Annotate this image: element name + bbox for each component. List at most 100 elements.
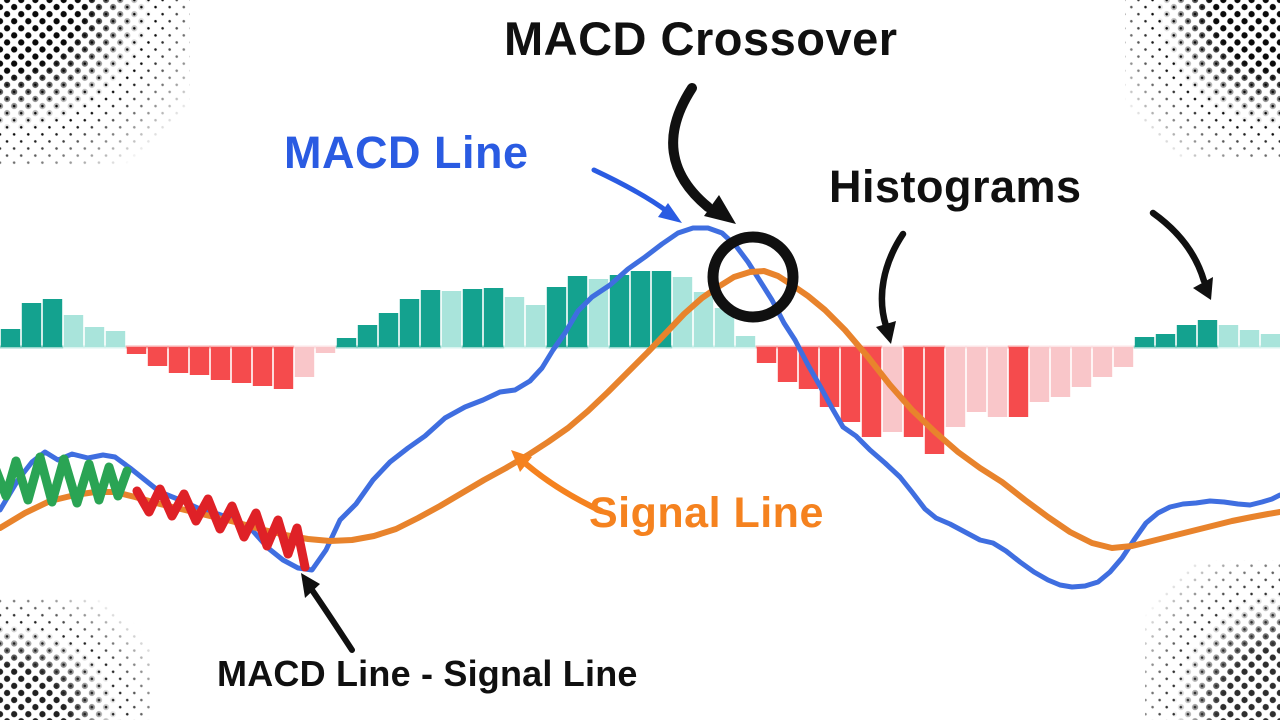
zero-line-tick: [629, 345, 652, 349]
histogram-bar: [399, 299, 420, 347]
histograms-arrowhead-right: [1193, 277, 1213, 300]
macd-below-signal-scribble: [132, 484, 310, 572]
histogram-bar: [1092, 347, 1113, 377]
histogram-bar: [21, 303, 42, 347]
histogram-bar: [735, 336, 756, 347]
zero-line-tick: [965, 345, 988, 349]
macd-line-arrowhead: [658, 203, 682, 223]
zero-line-tick: [776, 345, 799, 349]
zero-line-tick: [1070, 345, 1093, 349]
crossover-circle: [707, 231, 799, 323]
zero-line-tick: [398, 345, 421, 349]
histogram-bar: [651, 271, 672, 347]
histogram-bar: [546, 287, 567, 347]
zero-line-tick: [335, 345, 358, 349]
zero-line-tick: [1091, 345, 1114, 349]
histogram-bar: [630, 271, 651, 347]
histogram-bar: [1239, 330, 1260, 347]
formula-arrow: [309, 587, 355, 653]
histogram-bar: [1008, 347, 1029, 417]
macd-above-signal-scribble: [0, 452, 132, 508]
zero-line-tick: [0, 345, 22, 349]
zero-line-tick: [356, 345, 379, 349]
zero-line-tick: [986, 345, 1009, 349]
macd-line-arrow: [591, 167, 671, 215]
zero-line-tick: [692, 345, 715, 349]
zero-line-tick: [482, 345, 505, 349]
histograms-arrow-right: [1149, 209, 1208, 285]
zero-line-tick: [1175, 345, 1198, 349]
histogram-bar: [210, 347, 231, 380]
signal-line-arrowhead: [511, 450, 532, 472]
halftone-corner-bottom-left: [0, 598, 150, 720]
histograms-arrowhead-left: [876, 321, 896, 344]
zero-line-tick: [1028, 345, 1051, 349]
zero-line-tick: [167, 345, 190, 349]
signal-line-label: Signal Line: [589, 489, 824, 537]
histogram-bar: [1176, 325, 1197, 347]
zero-line-tick: [104, 345, 127, 349]
signal-line-arrow: [523, 461, 604, 514]
zero-line-tick: [818, 345, 841, 349]
zero-line-tick: [650, 345, 673, 349]
histogram-bar: [294, 347, 315, 377]
halftone-corner-bottom-right: [1145, 560, 1280, 720]
histogram-bar: [966, 347, 987, 412]
histogram-bar: [336, 338, 357, 347]
zero-line-tick: [314, 345, 337, 349]
zero-line-tick: [1259, 345, 1280, 349]
histogram-bar: [840, 347, 861, 422]
histogram-bar: [168, 347, 189, 373]
zero-line-tick: [377, 345, 400, 349]
histogram-bar: [819, 347, 840, 407]
zero-line-tick: [734, 345, 757, 349]
zero-line-tick: [293, 345, 316, 349]
zero-line-tick: [797, 345, 820, 349]
histogram-bar: [441, 291, 462, 347]
histogram-bar: [1155, 334, 1176, 347]
zero-line-tick: [1196, 345, 1219, 349]
zero-line-tick: [251, 345, 274, 349]
histogram-bar: [483, 288, 504, 347]
zero-line-tick: [1238, 345, 1261, 349]
zero-line-tick: [209, 345, 232, 349]
histogram-bar: [189, 347, 210, 375]
zero-line-tick: [272, 345, 295, 349]
histogram-bar: [63, 315, 84, 347]
histogram-bar: [987, 347, 1008, 417]
title: MACD Crossover: [504, 12, 898, 65]
histogram-bar: [126, 347, 147, 354]
zero-line-tick: [839, 345, 862, 349]
zero-line-tick: [566, 345, 589, 349]
histogram-bar: [462, 289, 483, 347]
histogram-bar: [231, 347, 252, 383]
crossover-arrowhead: [704, 195, 736, 224]
zero-line-tick: [41, 345, 64, 349]
zero-line-tick: [83, 345, 106, 349]
histogram-bar: [105, 331, 126, 347]
histogram-bar: [756, 347, 777, 363]
zero-line-tick: [860, 345, 883, 349]
zero-line-tick: [503, 345, 526, 349]
zero-line-tick: [125, 345, 148, 349]
histogram-bar: [42, 299, 63, 347]
crossover-arrow: [668, 83, 713, 212]
zero-line-tick: [902, 345, 925, 349]
zero-line-tick: [1007, 345, 1030, 349]
zero-line-tick: [20, 345, 43, 349]
histogram-bar: [378, 313, 399, 347]
histogram-bar: [903, 347, 924, 437]
macd-line-label: MACD Line: [284, 127, 529, 178]
zero-line-tick: [1133, 345, 1156, 349]
histogram-bar: [693, 292, 714, 347]
zero-line-tick: [1112, 345, 1135, 349]
zero-line-tick: [419, 345, 442, 349]
histogram-bar: [1260, 334, 1280, 347]
zero-line-tick: [944, 345, 967, 349]
zero-line-tick: [1217, 345, 1240, 349]
histogram-bar: [1197, 320, 1218, 347]
histogram-bar: [0, 329, 21, 347]
halftone-corner-top-left: [0, 0, 190, 165]
formula-label: MACD Line - Signal Line: [217, 653, 638, 694]
